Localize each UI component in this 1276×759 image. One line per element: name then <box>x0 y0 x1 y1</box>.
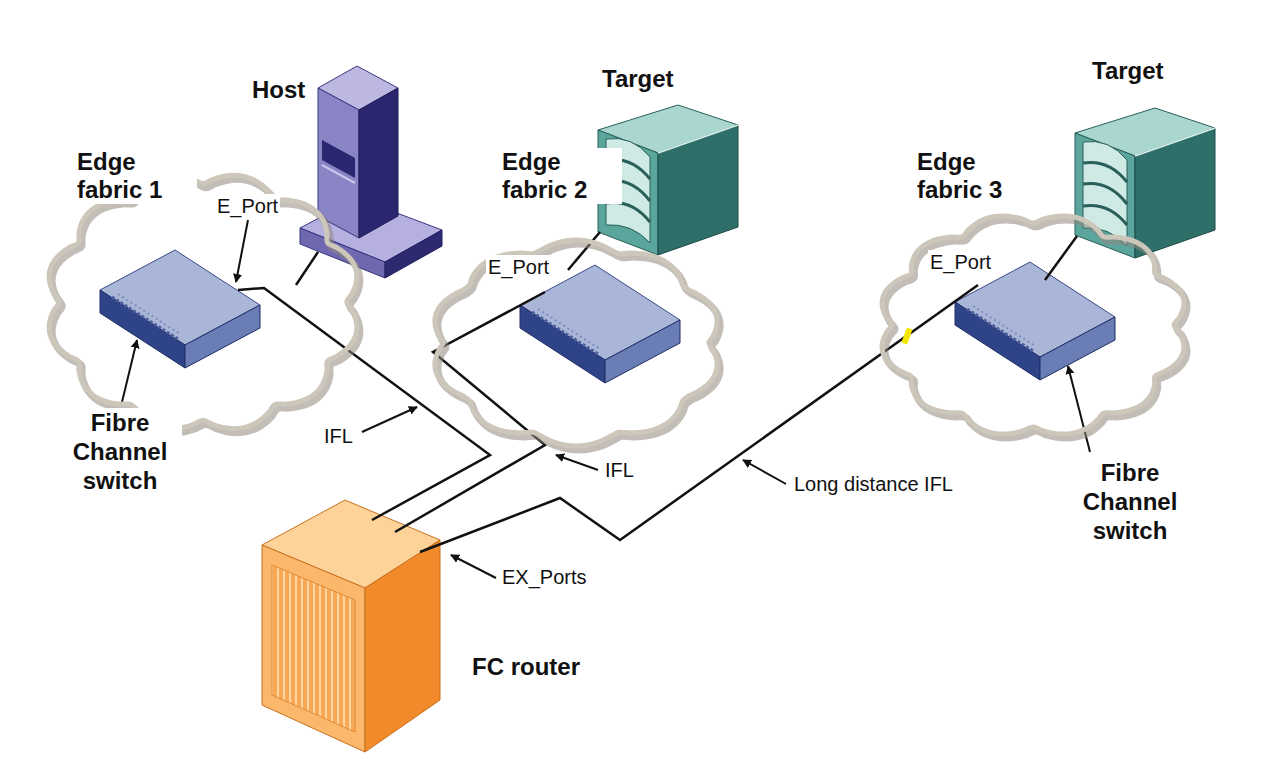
link-line <box>395 292 545 532</box>
fc-switch-art <box>955 262 1115 380</box>
leader-lines <box>122 220 1090 578</box>
host-server: Host <box>248 62 445 282</box>
node-title: Edge fabric 1 <box>75 148 197 204</box>
port-label: E_Port <box>928 250 993 274</box>
port-label: EX_Ports <box>500 565 588 589</box>
fabric-cloud: Edge fabric 3 <box>878 145 1190 440</box>
node-title: Edge fabric 2 <box>500 148 622 204</box>
port-label: E_Port <box>486 255 551 279</box>
node-title: Edge fabric 3 <box>915 148 1037 204</box>
fc-switch-art <box>520 265 680 383</box>
fc-router-art <box>262 500 440 752</box>
node-title: Host <box>250 76 307 104</box>
storage-art <box>1075 108 1215 258</box>
fc-switch-art <box>100 250 260 368</box>
switch-label: Fibre Channel switch <box>1068 458 1192 545</box>
fabric-cloud: Edge fabric 2 <box>430 145 725 450</box>
cloud-edge <box>49 175 357 428</box>
switch-label: Fibre Channel switch <box>58 408 182 495</box>
node-title: Target <box>600 65 676 93</box>
host-server-art <box>300 66 442 278</box>
storage-target: Target <box>1072 55 1217 260</box>
fabric-cloud: Edge fabric 1 <box>45 145 365 435</box>
link-line <box>296 252 318 285</box>
port-label: E_Port <box>215 194 280 218</box>
link-label: Long distance IFL <box>792 472 955 496</box>
cloud-edge <box>435 240 717 446</box>
node-title: FC router <box>470 653 582 681</box>
node-title: Target <box>1090 57 1166 85</box>
cloud-edge <box>882 216 1184 434</box>
fc-router: FC router <box>258 498 598 756</box>
distance-marker <box>901 327 912 344</box>
link-label: IFL <box>603 458 636 482</box>
link-line <box>1045 236 1077 280</box>
link-label: IFL <box>322 424 355 448</box>
